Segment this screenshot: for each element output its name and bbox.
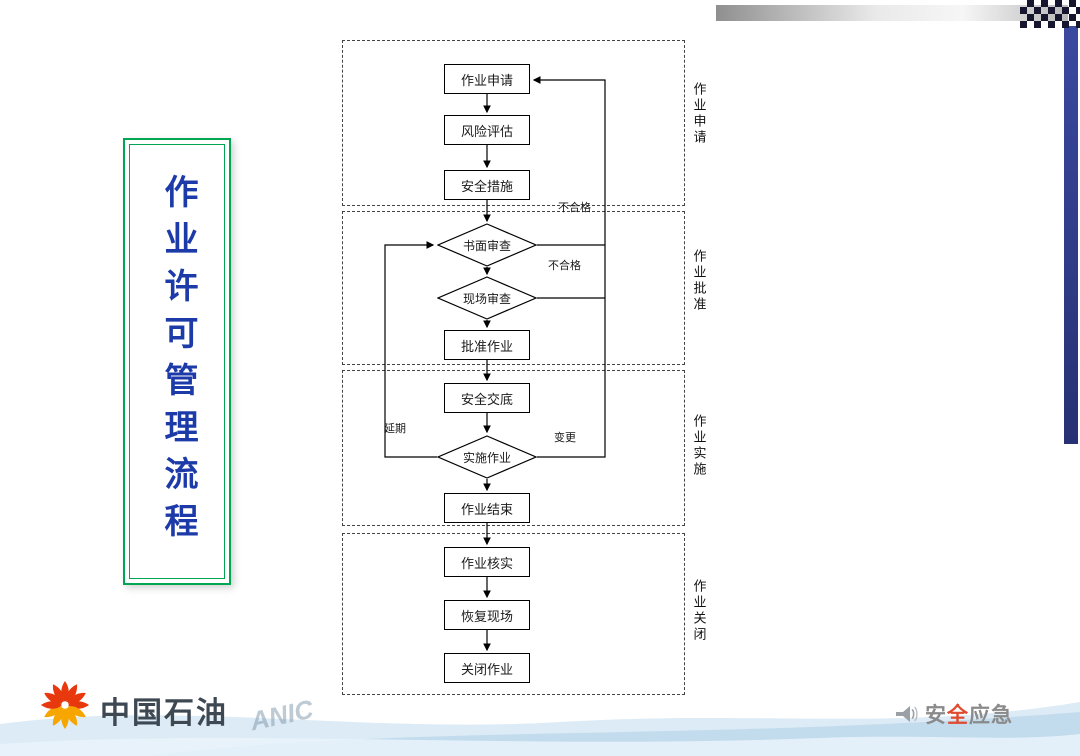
decision-label: 书面审查 bbox=[462, 238, 511, 253]
megaphone-icon bbox=[896, 706, 918, 722]
section-box-implementation bbox=[342, 370, 685, 526]
petrochina-logo-icon bbox=[41, 681, 89, 729]
diamond-shape bbox=[437, 435, 537, 479]
edge-label-postpone: 延期 bbox=[384, 423, 406, 435]
title-panel: 作业许可管理流程 bbox=[123, 138, 231, 585]
node-work-verify: 作业核实 bbox=[444, 547, 530, 577]
section-label-approval: 作业批准 bbox=[691, 249, 707, 313]
watermark-text-pre: 安 bbox=[925, 704, 947, 727]
decision-label: 现场审查 bbox=[462, 291, 511, 306]
decision-label: 实施作业 bbox=[462, 450, 511, 465]
watermark-text: 安全应急 bbox=[925, 699, 1013, 729]
section-label-closure: 作业关闭 bbox=[691, 579, 707, 643]
node-restore-site: 恢复现场 bbox=[444, 600, 530, 630]
section-label-application: 作业申请 bbox=[691, 82, 707, 146]
node-work-application: 作业申请 bbox=[444, 64, 530, 94]
decision-site-review: 现场审查 bbox=[437, 276, 537, 320]
node-work-finished: 作业结束 bbox=[444, 493, 530, 523]
watermark-text-post: 应急 bbox=[969, 704, 1013, 727]
top-checker-pattern bbox=[1020, 0, 1080, 28]
edge-label-change: 变更 bbox=[554, 432, 576, 444]
top-gradient-bar bbox=[716, 5, 1068, 21]
node-close-work: 关闭作业 bbox=[444, 653, 530, 683]
account-watermark: 安全应急 bbox=[893, 699, 1013, 729]
node-approve-work: 批准作业 bbox=[444, 330, 530, 360]
edge-label-fail-site: 不合格 bbox=[548, 260, 581, 272]
edge-label-fail-paper: 不合格 bbox=[558, 202, 591, 214]
section-box-closure bbox=[342, 533, 685, 695]
page-title: 作业许可管理流程 bbox=[159, 173, 196, 550]
brand-text: 中国石油 bbox=[100, 697, 228, 730]
right-accent-bar bbox=[1064, 26, 1078, 444]
node-safety-briefing: 安全交底 bbox=[444, 383, 530, 413]
decision-implement-work: 实施作业 bbox=[437, 435, 537, 479]
diamond-shape bbox=[437, 223, 537, 267]
watermark-text-highlight: 全 bbox=[947, 704, 969, 727]
node-safety-measures: 安全措施 bbox=[444, 170, 530, 200]
section-box-application bbox=[342, 40, 685, 206]
section-label-implementation: 作业实施 bbox=[691, 414, 707, 478]
wave-decoration bbox=[0, 702, 1080, 756]
title-inner-frame: 作业许可管理流程 bbox=[129, 144, 225, 579]
diamond-shape bbox=[437, 276, 537, 320]
section-box-approval bbox=[342, 211, 685, 365]
decision-paper-review: 书面审查 bbox=[437, 223, 537, 267]
node-risk-assessment: 风险评估 bbox=[444, 115, 530, 145]
